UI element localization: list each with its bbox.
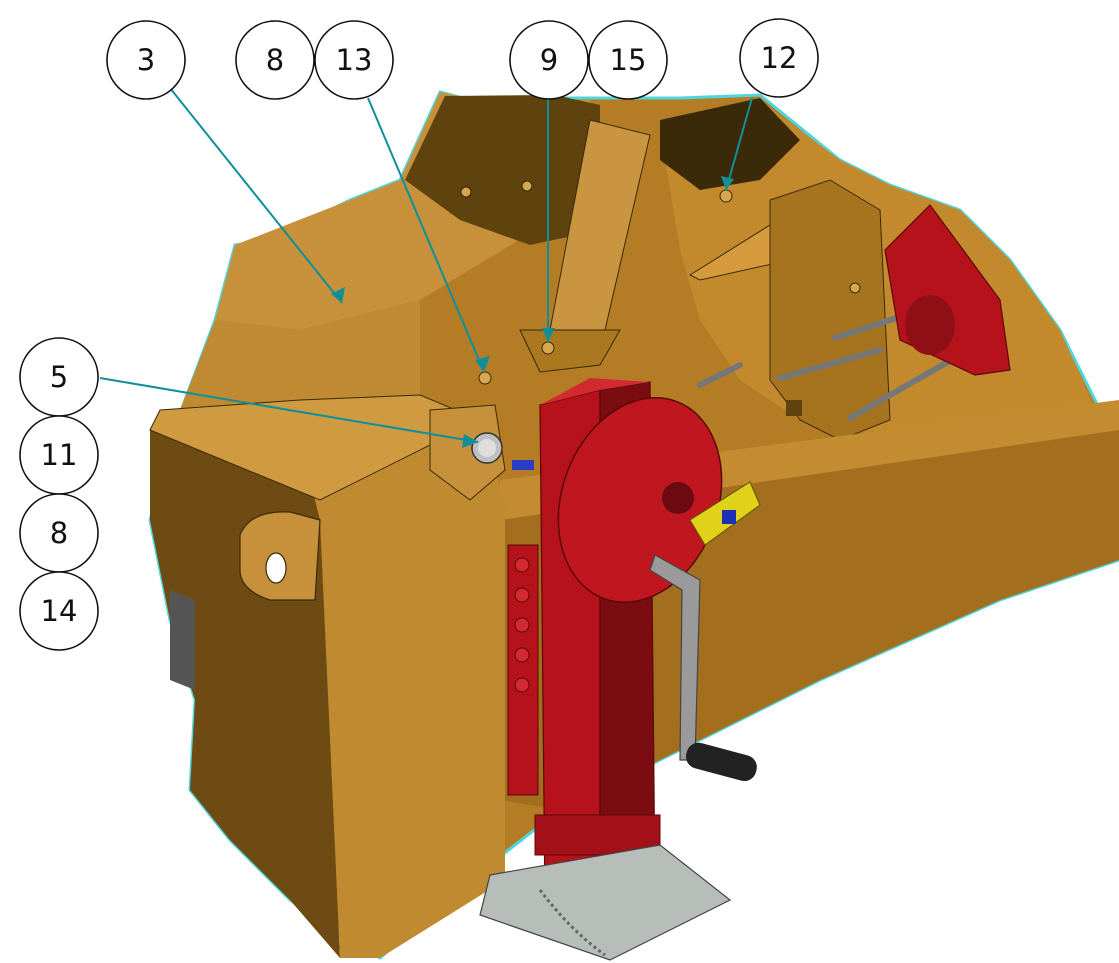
leader-5 [99,377,479,443]
callout-3: 3 [106,20,186,100]
jack-mount-plate [507,544,539,796]
callout-11: 11 [19,415,99,495]
callout-15: 15 [588,20,668,100]
jack-gear-hub [662,482,694,514]
front-box-side [150,430,340,958]
bolt-icon [521,180,533,192]
leader-lines [99,87,753,448]
leader-13 [367,97,485,373]
jack-column-top [540,378,650,405]
callout-8-left-label: 8 [50,516,68,550]
callout-13: 13 [314,20,394,100]
bolt-icon [541,341,555,355]
callout-11-label: 11 [41,438,78,472]
arrowhead-5 [462,434,478,448]
front-box-face [310,430,505,958]
crank-grip [685,742,757,782]
crank-handle-icon [649,554,701,761]
bolt-icon [460,186,472,198]
leader-12 [725,97,753,191]
jack-stand-icon [479,378,757,961]
blue-tab [512,460,534,470]
arrowhead-9 [542,328,555,342]
callout-14-label: 14 [41,594,78,628]
arrowhead-12 [721,176,734,190]
callout-8-top: 8 [235,20,315,100]
mount-bolts [514,557,530,693]
pivot-boss [429,404,506,501]
callout-3-label: 3 [137,43,155,77]
callout-15-label: 15 [610,43,647,77]
callout-13-label: 13 [336,43,373,77]
frame-top-panel [180,300,420,410]
leader-3 [169,87,343,304]
callout-5: 5 [19,337,99,417]
bolt-icon [849,282,861,294]
pivot-pin-inner [478,439,496,457]
callout-12-label: 12 [761,41,798,75]
right-bracket-slot [786,400,802,416]
blue-connector [722,510,736,524]
callout-8-top-label: 8 [266,43,284,77]
lifting-eye-hole [265,552,287,584]
bolt-icon [719,189,733,203]
frame-dark-opening-2 [660,98,800,190]
red-gearbox-face [905,295,955,355]
callout-5-label: 5 [50,360,68,394]
arrowhead-3 [331,287,345,303]
bolt-icon [478,371,492,385]
callout-14: 14 [19,571,99,651]
frame-dark-opening [405,95,600,245]
strut-base [519,329,621,373]
callout-12: 12 [739,18,819,98]
callout-9-label: 9 [540,43,558,77]
arrowhead-13 [475,356,490,372]
callout-8-left: 8 [19,493,99,573]
callout-9: 9 [509,20,589,100]
side-window [170,590,195,690]
jack-foot [479,844,732,961]
